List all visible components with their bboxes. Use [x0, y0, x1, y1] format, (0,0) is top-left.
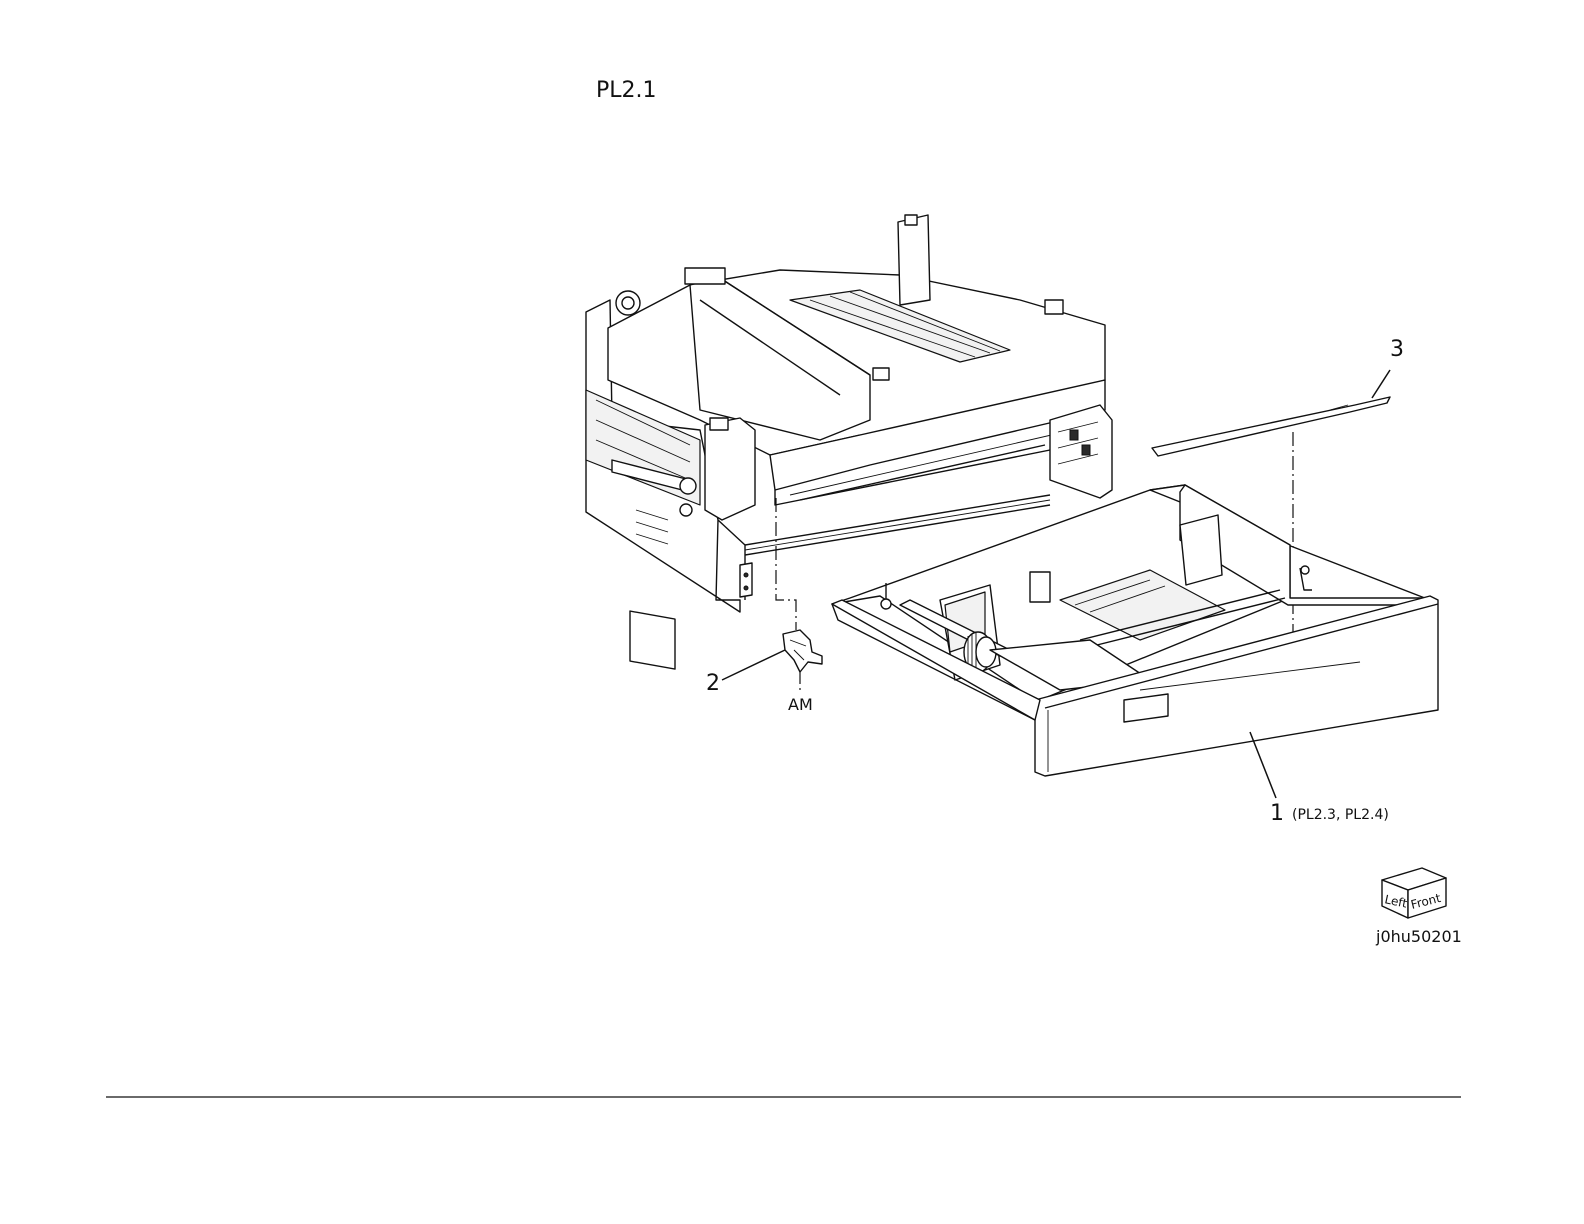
callout-1-number: 1 — [1270, 801, 1284, 826]
part-3-film — [1152, 397, 1390, 456]
callout-2-number: 2 — [706, 671, 720, 696]
image-code: j0hu50201 — [1375, 927, 1462, 946]
callout-1-refs: (PL2.3, PL2.4) — [1292, 807, 1389, 823]
part-2-bracket — [783, 630, 822, 672]
callout-3-number: 3 — [1390, 337, 1404, 362]
assembly-path-2 — [776, 498, 796, 630]
leader-1 — [1250, 732, 1276, 798]
callout-2-am: AM — [788, 695, 813, 714]
leader-3 — [1372, 370, 1390, 398]
plate-id: PL2.1 — [596, 78, 657, 103]
leader-2 — [722, 650, 785, 680]
part-1-paper-tray — [832, 485, 1438, 776]
